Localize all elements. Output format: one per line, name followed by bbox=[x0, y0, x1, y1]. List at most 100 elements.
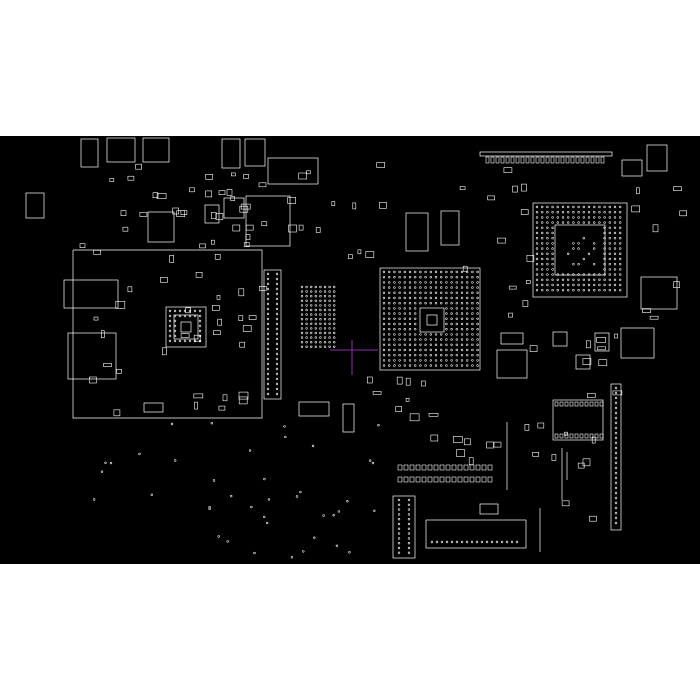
passive-component[interactable] bbox=[551, 454, 557, 461]
passive-component[interactable] bbox=[243, 242, 250, 247]
chip-u-left-1[interactable] bbox=[63, 279, 119, 309]
passive-component[interactable] bbox=[288, 224, 297, 233]
passive-component[interactable] bbox=[409, 413, 420, 422]
pad-row[interactable] bbox=[397, 464, 403, 471]
passive-component[interactable] bbox=[462, 265, 468, 272]
pad-row[interactable] bbox=[409, 476, 415, 483]
pad-row[interactable] bbox=[415, 464, 421, 471]
pad-row[interactable] bbox=[463, 476, 469, 483]
chip-right-4[interactable] bbox=[620, 327, 655, 359]
header-pin[interactable] bbox=[565, 156, 570, 164]
passive-component[interactable] bbox=[162, 347, 167, 356]
bga-chip-main[interactable] bbox=[379, 267, 481, 371]
passive-component[interactable] bbox=[673, 281, 680, 289]
passive-component[interactable] bbox=[258, 285, 267, 291]
passive-component[interactable] bbox=[376, 162, 386, 168]
passive-component[interactable] bbox=[115, 301, 126, 309]
passive-component[interactable] bbox=[508, 312, 513, 318]
passive-component[interactable] bbox=[635, 187, 640, 195]
pad-row[interactable] bbox=[457, 476, 463, 483]
chip-pin[interactable] bbox=[584, 433, 589, 439]
pad-row[interactable] bbox=[457, 464, 463, 471]
passive-component[interactable] bbox=[238, 391, 249, 400]
chip-pin[interactable] bbox=[564, 401, 569, 407]
passive-component[interactable] bbox=[152, 192, 159, 198]
chip-pin[interactable] bbox=[554, 433, 559, 439]
passive-component[interactable] bbox=[396, 376, 403, 385]
passive-component[interactable] bbox=[352, 202, 357, 210]
passive-component[interactable] bbox=[582, 458, 591, 467]
passive-component[interactable] bbox=[215, 213, 224, 220]
passive-component[interactable] bbox=[366, 376, 373, 384]
passive-component[interactable] bbox=[172, 207, 179, 215]
passive-component[interactable] bbox=[211, 239, 215, 245]
chip-pin[interactable] bbox=[599, 433, 604, 439]
header-pin[interactable] bbox=[490, 156, 495, 164]
header-pin[interactable] bbox=[525, 156, 530, 164]
passive-component[interactable] bbox=[287, 197, 297, 204]
passive-component[interactable] bbox=[156, 193, 167, 199]
connector-bottom-long[interactable] bbox=[425, 519, 527, 549]
chip-right-1[interactable] bbox=[621, 159, 643, 177]
chip-mid-right-1[interactable] bbox=[496, 349, 528, 379]
chip-mid-right-4[interactable] bbox=[594, 332, 610, 352]
passive-component[interactable] bbox=[589, 515, 597, 522]
chip-pin[interactable] bbox=[579, 401, 584, 407]
passive-component[interactable] bbox=[239, 341, 245, 348]
passive-component[interactable] bbox=[240, 203, 251, 210]
passive-component[interactable] bbox=[216, 295, 221, 300]
pad-row[interactable] bbox=[487, 464, 493, 471]
passive-component[interactable] bbox=[218, 405, 226, 411]
passive-component[interactable] bbox=[564, 431, 568, 436]
passive-component[interactable] bbox=[258, 182, 267, 188]
pad-row[interactable] bbox=[433, 476, 439, 483]
passive-component[interactable] bbox=[512, 185, 518, 193]
pad-row[interactable] bbox=[427, 464, 433, 471]
passive-component[interactable] bbox=[122, 226, 129, 232]
passive-component[interactable] bbox=[456, 449, 465, 457]
chip-u-top-3[interactable] bbox=[204, 204, 220, 224]
connector-top-4[interactable] bbox=[221, 138, 241, 169]
passive-component[interactable] bbox=[598, 359, 608, 367]
header-pin[interactable] bbox=[545, 156, 550, 164]
passive-component[interactable] bbox=[212, 304, 220, 311]
header-pin[interactable] bbox=[600, 156, 605, 164]
passive-component[interactable] bbox=[160, 277, 168, 283]
pad-row[interactable] bbox=[421, 476, 427, 483]
chip-pin[interactable] bbox=[569, 433, 574, 439]
passive-component[interactable] bbox=[468, 457, 474, 466]
passive-component[interactable] bbox=[348, 254, 353, 259]
header-pin[interactable] bbox=[590, 156, 595, 164]
passive-component[interactable] bbox=[486, 441, 494, 449]
pad-row[interactable] bbox=[481, 476, 487, 483]
chip-pin[interactable] bbox=[559, 433, 564, 439]
chip-center-top-2[interactable] bbox=[440, 210, 460, 246]
header-pin[interactable] bbox=[550, 156, 555, 164]
passive-component[interactable] bbox=[503, 167, 513, 173]
pcb-layout-diagram[interactable] bbox=[0, 136, 700, 564]
passive-component[interactable] bbox=[298, 224, 304, 231]
chip-pin[interactable] bbox=[589, 433, 594, 439]
passive-component[interactable] bbox=[245, 224, 254, 231]
passive-component[interactable] bbox=[649, 315, 659, 320]
passive-component[interactable] bbox=[93, 250, 101, 255]
pad-row[interactable] bbox=[475, 464, 481, 471]
passive-component[interactable] bbox=[306, 170, 311, 175]
chip-pin[interactable] bbox=[589, 401, 594, 407]
passive-component[interactable] bbox=[421, 380, 426, 387]
pad-row[interactable] bbox=[439, 476, 445, 483]
header-pin[interactable] bbox=[515, 156, 520, 164]
passive-component[interactable] bbox=[176, 210, 185, 217]
pad-row[interactable] bbox=[427, 476, 433, 483]
chip-small-left[interactable] bbox=[143, 402, 164, 413]
passive-component[interactable] bbox=[315, 227, 321, 233]
passive-component[interactable] bbox=[493, 441, 502, 448]
passive-component[interactable] bbox=[213, 330, 221, 336]
bga-chip-left[interactable] bbox=[165, 306, 207, 348]
passive-component[interactable] bbox=[298, 172, 308, 180]
chip-center-top[interactable] bbox=[405, 212, 429, 252]
chip-mid-right-2[interactable] bbox=[500, 332, 524, 345]
passive-component[interactable] bbox=[532, 451, 540, 457]
passive-component[interactable] bbox=[109, 178, 115, 182]
passive-component[interactable] bbox=[261, 221, 268, 226]
